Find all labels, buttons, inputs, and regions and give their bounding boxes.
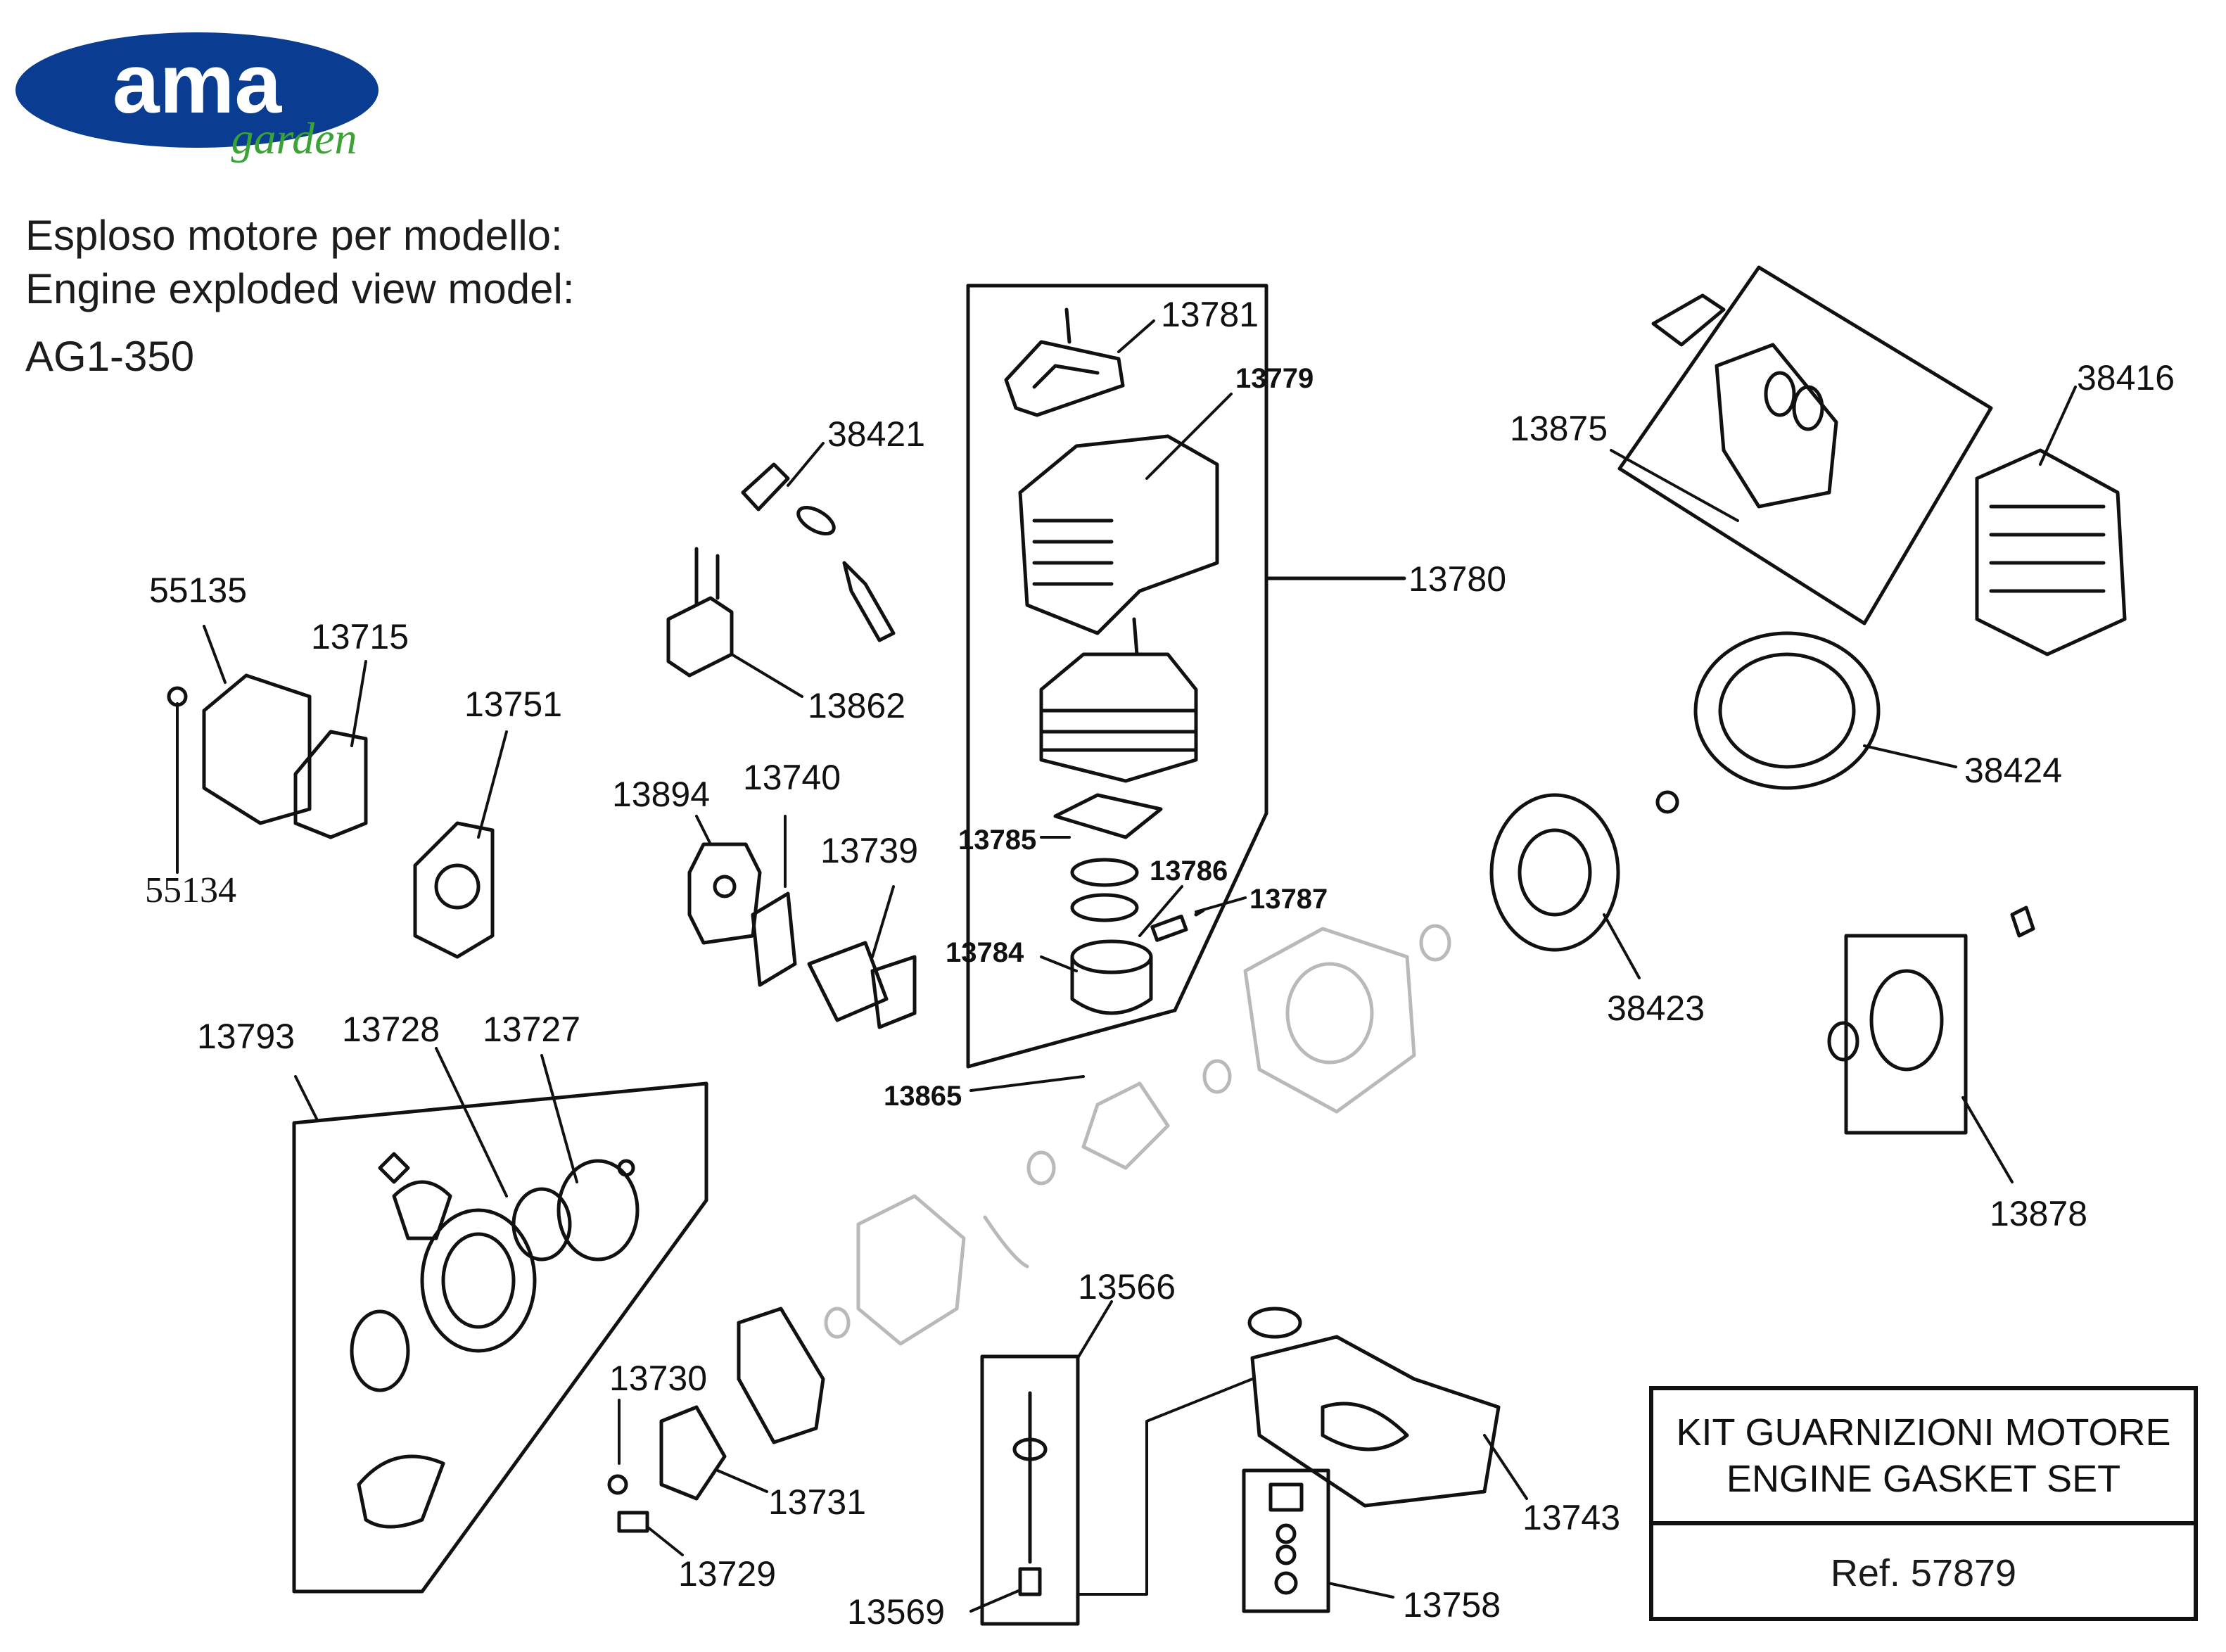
cylinder-drawing xyxy=(1039,617,1198,783)
leader-lines xyxy=(176,319,2077,1613)
part-label-38423: 38423 xyxy=(1607,989,1705,1028)
part-13781-drawing xyxy=(1004,307,1125,417)
part-13743-drawing xyxy=(1247,1307,1501,1508)
model-name: AG1-350 xyxy=(25,333,195,380)
part-label-13728: 13728 xyxy=(342,1010,440,1049)
ama-garden-logo: ama garden xyxy=(15,32,379,163)
clutch-group-bracket xyxy=(1844,934,1968,1135)
part-13740-drawing xyxy=(751,891,797,987)
gasket-kit-title: KIT GUARNIZIONI MOTORE ENGINE GASKET SET xyxy=(1653,1390,2194,1525)
part-label-13740: 13740 xyxy=(743,758,841,797)
part-label-13566: 13566 xyxy=(1078,1267,1176,1307)
piston-ring-1 xyxy=(1070,858,1139,887)
part-13878-drawing xyxy=(1827,906,2035,1072)
kit-title-english: ENGINE GASKET SET xyxy=(1726,1458,2121,1500)
part-label-55134: 55134 xyxy=(145,870,236,910)
part-label-13784: 13784 xyxy=(946,937,1024,968)
part-13784-drawing xyxy=(1070,939,1153,1015)
logo-subtext: garden xyxy=(231,113,357,163)
part-label-13786: 13786 xyxy=(1150,856,1228,887)
part-label-13715: 13715 xyxy=(311,617,409,656)
part-13730-drawing xyxy=(607,1474,628,1495)
part-13729-drawing xyxy=(617,1511,649,1533)
part-label-13730: 13730 xyxy=(609,1359,708,1398)
muffler-group-bracket xyxy=(1617,265,1993,625)
crankcase-gasket-drawing xyxy=(737,1307,825,1444)
fuel-cap-bracket xyxy=(1242,1468,1330,1613)
part-13715-drawing xyxy=(293,730,368,839)
part-label-13793: 13793 xyxy=(197,1017,295,1056)
part-13758-drawing xyxy=(1268,1482,1304,1595)
muffler-drawing xyxy=(1651,293,2127,656)
part-13739-drawing xyxy=(807,941,917,1029)
part-38421-drawing xyxy=(741,462,896,642)
starter-group-bracket xyxy=(292,1081,708,1594)
part-13785-drawing xyxy=(1053,793,1163,839)
part-55135-drawing xyxy=(167,673,312,825)
header-line-italian: Esploso motore per modello: xyxy=(25,212,563,259)
part-label-38421: 38421 xyxy=(827,414,926,454)
part-38424-drawing xyxy=(1693,631,1881,790)
part-label-38424: 38424 xyxy=(1964,751,2063,790)
fuel-pickup-bracket xyxy=(980,1354,1080,1626)
kit-title-italian: KIT GUARNIZIONI MOTORE xyxy=(1676,1411,2171,1454)
part-13779-drawing xyxy=(1018,434,1219,635)
part-label-13878: 13878 xyxy=(1990,1194,2088,1233)
part-13786-drawing xyxy=(1150,914,1188,942)
part-label-13569: 13569 xyxy=(847,1592,946,1632)
part-label-13894: 13894 xyxy=(612,775,711,814)
header-line-english: Engine exploded view model: xyxy=(25,265,575,312)
part-label-13731: 13731 xyxy=(768,1482,867,1522)
part-label-13875: 13875 xyxy=(1510,409,1608,448)
part-13731-drawing xyxy=(659,1405,727,1501)
part-13566-drawing xyxy=(1012,1391,1048,1596)
kit-reference: Ref. 57879 xyxy=(1830,1552,2017,1594)
logo-text: ama xyxy=(113,37,282,131)
part-label-13739: 13739 xyxy=(820,831,919,870)
part-label-13787: 13787 xyxy=(1249,884,1328,915)
part-label-13751: 13751 xyxy=(464,685,563,724)
part-38423-drawing xyxy=(1489,790,1679,952)
part-label-13758: 13758 xyxy=(1403,1585,1501,1625)
part-label-13727: 13727 xyxy=(483,1010,581,1049)
part-label-38416: 38416 xyxy=(2077,358,2175,398)
part-label-55135: 55135 xyxy=(149,571,248,610)
part-label-13743: 13743 xyxy=(1522,1498,1621,1537)
gasket-kit-box: KIT GUARNIZIONI MOTORE ENGINE GASKET SET… xyxy=(1649,1386,2198,1621)
cylinder-group-bracket xyxy=(966,284,1406,1069)
crankcase-drawing xyxy=(824,924,1451,1346)
part-label-13781: 13781 xyxy=(1161,295,1259,334)
part-13862-drawing xyxy=(666,547,734,678)
part-label-13780: 13780 xyxy=(1408,559,1507,599)
part-label-13779: 13779 xyxy=(1235,363,1314,394)
part-label-13865: 13865 xyxy=(884,1081,962,1112)
part-13894-drawing xyxy=(687,842,762,945)
part-label-13785: 13785 xyxy=(958,825,1037,856)
piston-ring-2 xyxy=(1070,893,1139,922)
part-label-13862: 13862 xyxy=(808,686,906,725)
part-13751-drawing xyxy=(413,821,495,959)
recoil-starter-drawing xyxy=(350,1152,640,1529)
part-label-13729: 13729 xyxy=(678,1554,777,1594)
